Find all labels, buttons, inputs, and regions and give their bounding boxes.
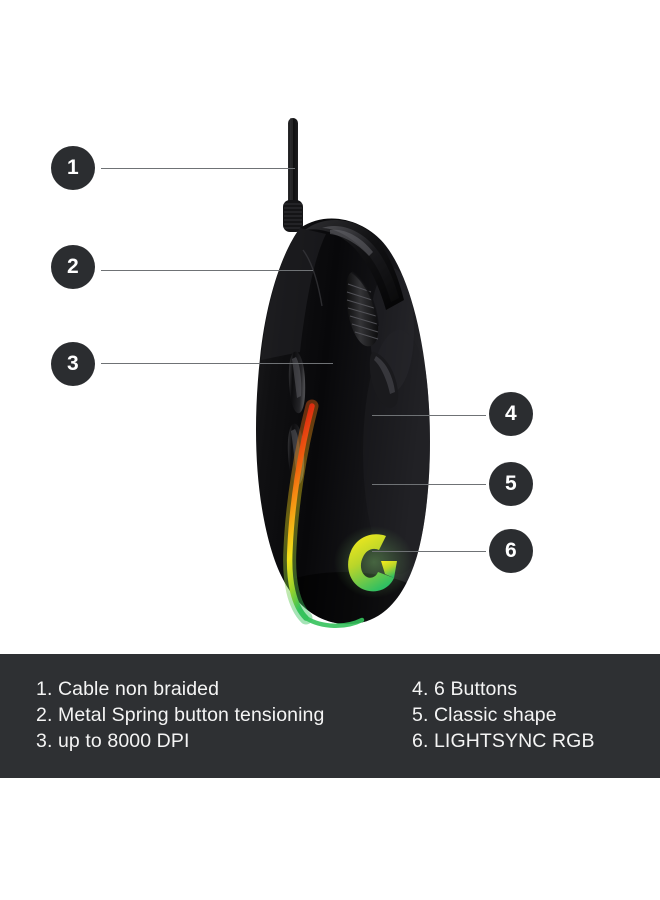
caption-line-3: 3. up to 8000 DPI	[36, 730, 190, 752]
mouse-body	[256, 218, 430, 625]
scroll-wheel[interactable]	[345, 271, 379, 347]
leader-line-6	[372, 551, 486, 552]
caption-line-5: 5. Classic shape	[412, 704, 557, 726]
rgb-lightsync-strip	[283, 399, 365, 628]
caption-line-2: 2. Metal Spring button tensioning	[36, 704, 325, 726]
caption-column-right: 4. 6 Buttons 5. Classic shape 6. LIGHTSY…	[412, 676, 652, 754]
side-button-forward[interactable]	[288, 351, 306, 414]
callout-badge-2: 2	[51, 245, 95, 289]
leader-line-2	[101, 270, 313, 271]
caption-line-1: 1. Cable non braided	[36, 678, 220, 700]
caption-column-left: 1. Cable non braided 2. Metal Spring but…	[36, 676, 396, 754]
callout-badge-1: 1	[51, 146, 95, 190]
leader-line-4	[372, 415, 486, 416]
callout-badge-4: 4	[489, 392, 533, 436]
callout-badge-6: 6	[489, 529, 533, 573]
mouse-click-buttons	[302, 219, 404, 310]
cable-strain-relief	[283, 200, 303, 232]
gaming-mouse-illustration	[256, 118, 430, 628]
g-logo	[334, 526, 414, 598]
product-illustration-stage: 1 2 3 4 5 6	[51, 118, 533, 628]
caption-line-4: 4. 6 Buttons	[412, 678, 518, 700]
caption-line-6: 6. LIGHTSYNC RGB	[412, 730, 595, 752]
callout-badge-5: 5	[489, 462, 533, 506]
dpi-button[interactable]	[369, 351, 399, 408]
leader-line-1	[101, 168, 295, 169]
feature-caption-panel: 1. Cable non braided 2. Metal Spring but…	[0, 654, 660, 778]
mouse-cable	[288, 118, 298, 210]
leader-line-3	[101, 363, 333, 364]
callout-badge-3: 3	[51, 342, 95, 386]
leader-line-5	[372, 484, 486, 485]
